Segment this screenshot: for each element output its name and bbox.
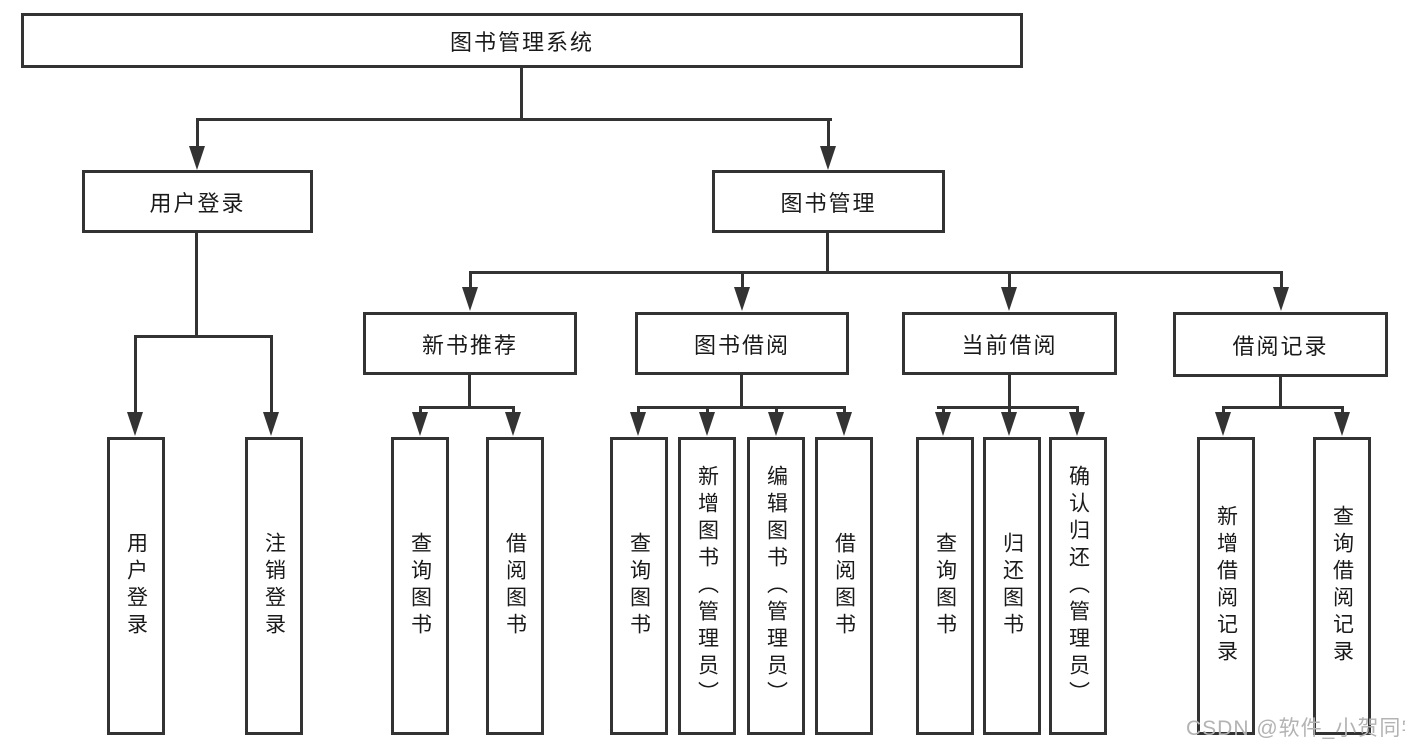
node-root: 图书管理系统 (21, 13, 1023, 68)
node-leaf-br-query-record: 查询借阅记录 (1313, 437, 1371, 735)
connector-arrow-stem (1341, 406, 1344, 414)
node-new-book-recommend-label: 新书推荐 (421, 332, 518, 358)
arrow-down-icon (412, 412, 428, 436)
connector-line (1222, 406, 1344, 409)
node-leaf-bb-edit-book: 编辑图书（管理员） (747, 437, 805, 735)
connector-arrow-stem (942, 406, 945, 414)
connector-line (196, 118, 832, 121)
connector-arrow-stem (512, 406, 515, 414)
node-new-book-recommend: 新书推荐 (363, 312, 577, 375)
connector-arrow-stem (419, 406, 422, 414)
connector-arrow-stem (741, 271, 744, 289)
connector-arrow-stem (1280, 271, 1283, 289)
arrow-down-icon (734, 287, 750, 311)
arrow-down-icon (630, 412, 646, 436)
node-root-label: 图书管理系统 (449, 29, 594, 55)
node-leaf-br-query-record-label: 查询借阅记录 (1330, 505, 1354, 667)
arrow-down-icon (1001, 287, 1017, 311)
arrow-down-icon (768, 412, 784, 436)
node-leaf-user-login-label: 用户登录 (124, 532, 148, 640)
connector-arrow-stem (1008, 406, 1011, 414)
arrow-down-icon (263, 412, 279, 436)
node-leaf-bb-add-book-label: 新增图书（管理员） (695, 464, 719, 708)
connector-arrow-stem (827, 118, 830, 148)
node-user-login: 用户登录 (82, 170, 313, 233)
connector-arrow-stem (196, 118, 199, 148)
connector-arrow-stem (843, 406, 846, 414)
node-leaf-bb-borrow-book-label: 借阅图书 (832, 532, 856, 640)
connector-arrow-stem (1222, 406, 1225, 414)
connector-arrow-stem (775, 406, 778, 414)
node-book-borrow-label: 图书借阅 (693, 332, 790, 358)
node-leaf-rec-borrow-book: 借阅图书 (486, 437, 544, 735)
node-leaf-cb-return-book: 归还图书 (983, 437, 1041, 735)
arrow-down-icon (836, 412, 852, 436)
connector-arrow-stem (1076, 406, 1079, 414)
node-book-borrow: 图书借阅 (635, 312, 849, 375)
arrow-down-icon (1334, 412, 1350, 436)
connector-line (740, 375, 743, 408)
node-current-borrow-label: 当前借阅 (961, 332, 1058, 358)
connector-arrow-stem (134, 335, 137, 414)
node-book-mgmt-label: 图书管理 (780, 190, 877, 216)
node-borrow-records: 借阅记录 (1173, 312, 1388, 377)
connector-line (419, 406, 515, 409)
node-leaf-cb-confirm-return-label: 确认归还（管理员） (1066, 464, 1090, 708)
arrow-down-icon (1069, 412, 1085, 436)
node-user-login-label: 用户登录 (149, 190, 246, 216)
node-leaf-cb-return-book-label: 归还图书 (1000, 532, 1024, 640)
node-leaf-bb-add-book: 新增图书（管理员） (678, 437, 736, 735)
arrow-down-icon (1273, 287, 1289, 311)
arrow-down-icon (820, 146, 836, 170)
connector-arrow-stem (706, 406, 709, 414)
node-leaf-logout: 注销登录 (245, 437, 303, 735)
connector-line (1279, 375, 1282, 408)
node-leaf-rec-query-book: 查询图书 (391, 437, 449, 735)
node-leaf-br-add-record: 新增借阅记录 (1197, 437, 1255, 735)
arrow-down-icon (1215, 412, 1231, 436)
connector-line (520, 68, 523, 119)
connector-line (469, 271, 1283, 274)
connector-line (195, 233, 198, 336)
node-leaf-br-add-record-label: 新增借阅记录 (1214, 505, 1238, 667)
connector-line (826, 233, 829, 272)
node-leaf-bb-query-book-label: 查询图书 (627, 532, 651, 640)
node-leaf-cb-query-book-label: 查询图书 (933, 532, 957, 640)
connector-arrow-stem (469, 271, 472, 289)
node-leaf-rec-query-book-label: 查询图书 (408, 532, 432, 640)
node-current-borrow: 当前借阅 (902, 312, 1117, 375)
node-leaf-logout-label: 注销登录 (262, 532, 286, 640)
connector-line (468, 375, 471, 408)
arrow-down-icon (189, 146, 205, 170)
connector-arrow-stem (1008, 271, 1011, 289)
node-leaf-cb-confirm-return: 确认归还（管理员） (1049, 437, 1107, 735)
node-book-mgmt: 图书管理 (712, 170, 945, 233)
node-leaf-bb-query-book: 查询图书 (610, 437, 668, 735)
node-leaf-user-login: 用户登录 (107, 437, 165, 735)
connector-arrow-stem (270, 335, 273, 414)
connector-line (134, 335, 273, 338)
connector-line (1008, 375, 1011, 408)
arrow-down-icon (935, 412, 951, 436)
node-leaf-cb-query-book: 查询图书 (916, 437, 974, 735)
watermark: CSDN @软件_小贺同学 (1186, 717, 1405, 740)
node-leaf-rec-borrow-book-label: 借阅图书 (503, 532, 527, 640)
arrow-down-icon (1001, 412, 1017, 436)
node-leaf-bb-borrow-book: 借阅图书 (815, 437, 873, 735)
connector-arrow-stem (637, 406, 640, 414)
arrow-down-icon (505, 412, 521, 436)
arrow-down-icon (462, 287, 478, 311)
arrow-down-icon (699, 412, 715, 436)
connector-line (637, 406, 846, 409)
arrow-down-icon (127, 412, 143, 436)
node-leaf-bb-edit-book-label: 编辑图书（管理员） (764, 464, 788, 708)
node-borrow-records-label: 借阅记录 (1232, 333, 1329, 359)
